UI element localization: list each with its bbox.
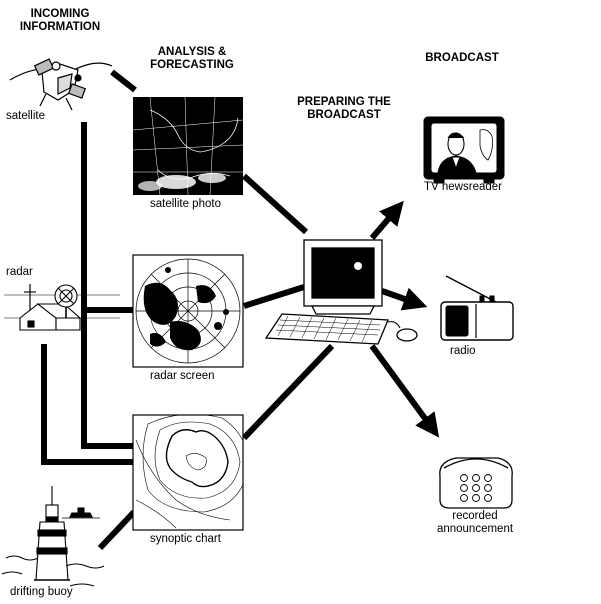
arrow-to-radio	[381, 287, 428, 311]
label-drifting-buoy: drifting buoy	[10, 586, 73, 598]
radar-screen	[132, 254, 244, 368]
label-radar-screen: radar screen	[150, 370, 215, 382]
link-radar-screen-to-computer	[243, 284, 305, 309]
label-radar: radar	[6, 266, 33, 278]
header-broadcast: BROADCAST	[425, 52, 499, 64]
label-synoptic-chart: synoptic chart	[150, 533, 221, 545]
link-buoy-to-chart	[97, 509, 137, 551]
header-preparing-broadcast: PREPARING THE BROADCAST	[286, 96, 402, 122]
link-satellite-trunk	[81, 122, 134, 449]
radar-station-icon	[4, 284, 120, 331]
link-chart-to-computer	[241, 343, 335, 441]
telephone-icon	[439, 457, 513, 509]
broadcast-arrows	[369, 200, 440, 438]
header-incoming-line1: INCOMING	[30, 8, 90, 20]
arrow-to-tv	[369, 200, 404, 240]
computer-icon	[264, 239, 418, 345]
label-recorded-announcement: recorded announcement	[420, 510, 530, 532]
link-photo-to-computer	[241, 173, 309, 235]
header-analysis-forecasting: ANALYSIS & FORECASTING	[142, 46, 242, 72]
tv-icon	[423, 116, 505, 184]
header-incoming-line2: INFORMATION	[19, 21, 101, 34]
header-analysis-line1: ANALYSIS &	[157, 46, 227, 58]
label-recorded-line2: announcement	[436, 523, 514, 532]
label-satellite: satellite	[6, 110, 45, 122]
satellite-icon	[9, 58, 113, 111]
link-radar-to-chart	[41, 344, 134, 465]
radar-echoes	[143, 267, 229, 351]
header-preparing-line1: PREPARING THE	[297, 96, 391, 108]
connector-lines	[41, 69, 335, 551]
header-preparing-line2: BROADCAST	[307, 109, 381, 122]
satellite-photo	[133, 97, 243, 195]
label-radio: radio	[450, 345, 476, 357]
radio-icon	[440, 275, 514, 341]
drifting-buoy-icon	[1, 486, 105, 587]
label-satellite-photo: satellite photo	[150, 198, 221, 210]
link-satellite-to-photo	[110, 69, 137, 93]
synoptic-chart	[132, 414, 244, 531]
label-recorded-line1: recorded	[452, 510, 498, 522]
header-incoming-information: INCOMING INFORMATION	[18, 8, 102, 34]
header-analysis-line2: FORECASTING	[150, 59, 234, 72]
label-tv-newsreader: TV newsreader	[424, 181, 502, 193]
arrow-to-telephone	[369, 344, 440, 438]
